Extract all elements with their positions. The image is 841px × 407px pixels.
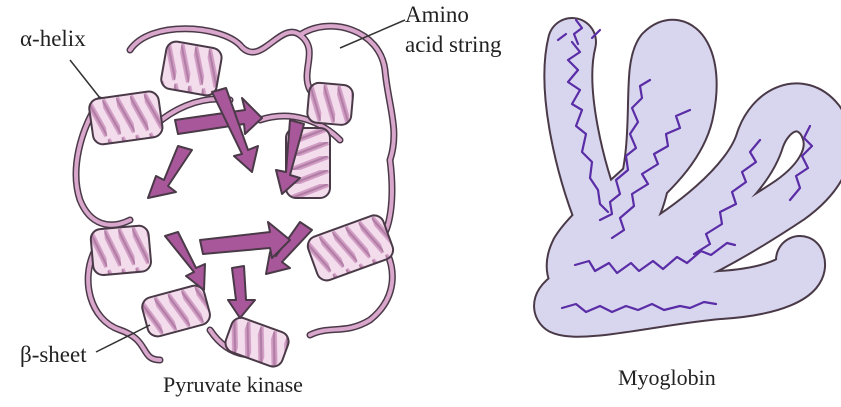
helix-left [88,90,164,145]
beta-sheet-arrows [148,88,312,318]
myoglobin-caption: Myoglobin [618,365,716,390]
pyruvate-kinase-caption: Pyruvate kinase [163,372,303,397]
helix-bottom-left [90,225,152,276]
helix-top-right [307,82,354,126]
beta-strand [200,222,290,258]
myoglobin-diagram: Myoglobin [558,20,828,390]
beta-strand [212,88,258,172]
beta-strand [228,266,255,318]
amino-acid-label-line2: acid string [405,32,502,57]
alpha-helix-label: α-helix [20,26,86,51]
beta-strand [165,232,205,290]
beta-sheet-label: β-sheet [20,342,87,367]
helix-bottom-lower [223,315,292,369]
helix-top-left [160,40,223,97]
beta-strand [148,146,192,198]
pyruvate-kinase-diagram: α-helix Amino acid string β-sheet Pyruva… [20,2,502,397]
myoglobin-tube [558,42,828,313]
alpha-helix-leader [70,60,100,98]
helix-bottom-center [140,283,212,338]
helix-bottom-right [305,213,396,284]
amino-acid-label-line1: Amino [405,2,469,27]
